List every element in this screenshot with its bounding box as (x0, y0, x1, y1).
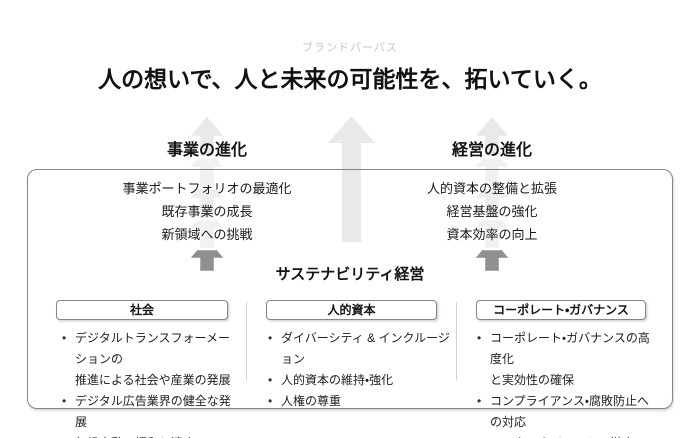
list-item: • 気候変動の緩和と適応 (62, 433, 240, 438)
bullet-icon: • (268, 373, 273, 387)
bullet-icon: • (477, 394, 482, 408)
bullet-text: コーポレート・ガバナンスの高度化 と実効性の確保 (490, 331, 650, 387)
list-item: 経営基盤の強化 (446, 204, 538, 219)
bullet-icon: • (62, 331, 67, 345)
bullet-text: リスクマネジメントの徹底 (490, 433, 634, 438)
list-item: • 人的資本の維持・強化 (268, 370, 450, 391)
bullet-text: ダイバーシティ & インクルージョン (281, 331, 450, 366)
sustainability-title: サステナビリティ経営 (275, 266, 425, 283)
main-container-box (27, 169, 673, 409)
bullet-icon: • (477, 433, 490, 438)
list-item: 既存事業の成長 (161, 204, 253, 219)
group-label-human-capital: 人的資本 (266, 300, 437, 320)
bullet-text: デジタルトランスフォーメーションの 推進による社会や産業の発展 (75, 331, 231, 387)
column-divider (246, 302, 247, 380)
list-item: • ダイバーシティ & インクルージョン (268, 328, 450, 370)
bullet-icon: • (62, 433, 75, 438)
bullet-text: 気候変動の緩和と適応 (75, 433, 195, 438)
list-item: • リスクマネジメントの徹底 (477, 433, 657, 438)
bullet-icon: • (62, 394, 67, 408)
management-evolution-list: 人的資本の整備と拡張 経営基盤の強化 資本効率の向上 (392, 177, 592, 246)
human-capital-bullet-list: • ダイバーシティ & インクルージョン • 人的資本の維持・強化 • 人権の尊… (268, 328, 450, 412)
group-label-society: 社会 (56, 300, 228, 320)
list-item: 新領域への挑戦 (161, 227, 253, 242)
up-arrow-icon (470, 115, 514, 272)
list-item: • デジタルトランスフォーメーションの 推進による社会や産業の発展 (62, 328, 240, 391)
bullet-icon: • (477, 331, 482, 345)
bullet-text: デジタル広告業界の健全な発展 (75, 394, 231, 429)
brand-purpose-label: ブランドパーパス (302, 42, 398, 54)
list-item: 資本効率の向上 (446, 227, 538, 242)
column-divider (456, 302, 457, 380)
bullet-icon: • (268, 394, 273, 408)
management-evolution-title: 経営の進化 (451, 142, 532, 159)
bullet-text: 人的資本の維持・強化 (281, 373, 394, 387)
business-evolution-list: 事業ポートフォリオの最適化 既存事業の成長 新領域への挑戦 (107, 177, 307, 246)
bullet-icon: • (268, 331, 273, 345)
list-item: • デジタル広告業界の健全な発展 (62, 391, 240, 433)
up-arrow-icon (328, 116, 375, 242)
group-label-governance: コーポレート・ガバナンス (476, 300, 646, 320)
page-title: 人の想いで、人と未来の可能性を、拓いていく。 (98, 66, 602, 92)
up-arrow-icon (185, 115, 229, 272)
list-item: 人的資本の整備と拡張 (426, 181, 557, 196)
list-item: • コーポレート・ガバナンスの高度化 と実効性の確保 (477, 328, 657, 391)
business-evolution-title: 事業の進化 (166, 142, 247, 159)
list-item: • コンプライアンス・腐敗防止への対応 (477, 391, 657, 433)
bullet-text: コンプライアンス・腐敗防止への対応 (490, 394, 650, 429)
list-item: 事業ポートフォリオの最適化 (122, 181, 292, 196)
society-bullet-list: • デジタルトランスフォーメーションの 推進による社会や産業の発展 • デジタル… (62, 328, 240, 438)
list-item: • 人権の尊重 (268, 391, 450, 412)
bullet-text: 人権の尊重 (281, 394, 342, 408)
governance-bullet-list: • コーポレート・ガバナンスの高度化 と実効性の確保 • コンプライアンス・腐敗… (477, 328, 657, 438)
